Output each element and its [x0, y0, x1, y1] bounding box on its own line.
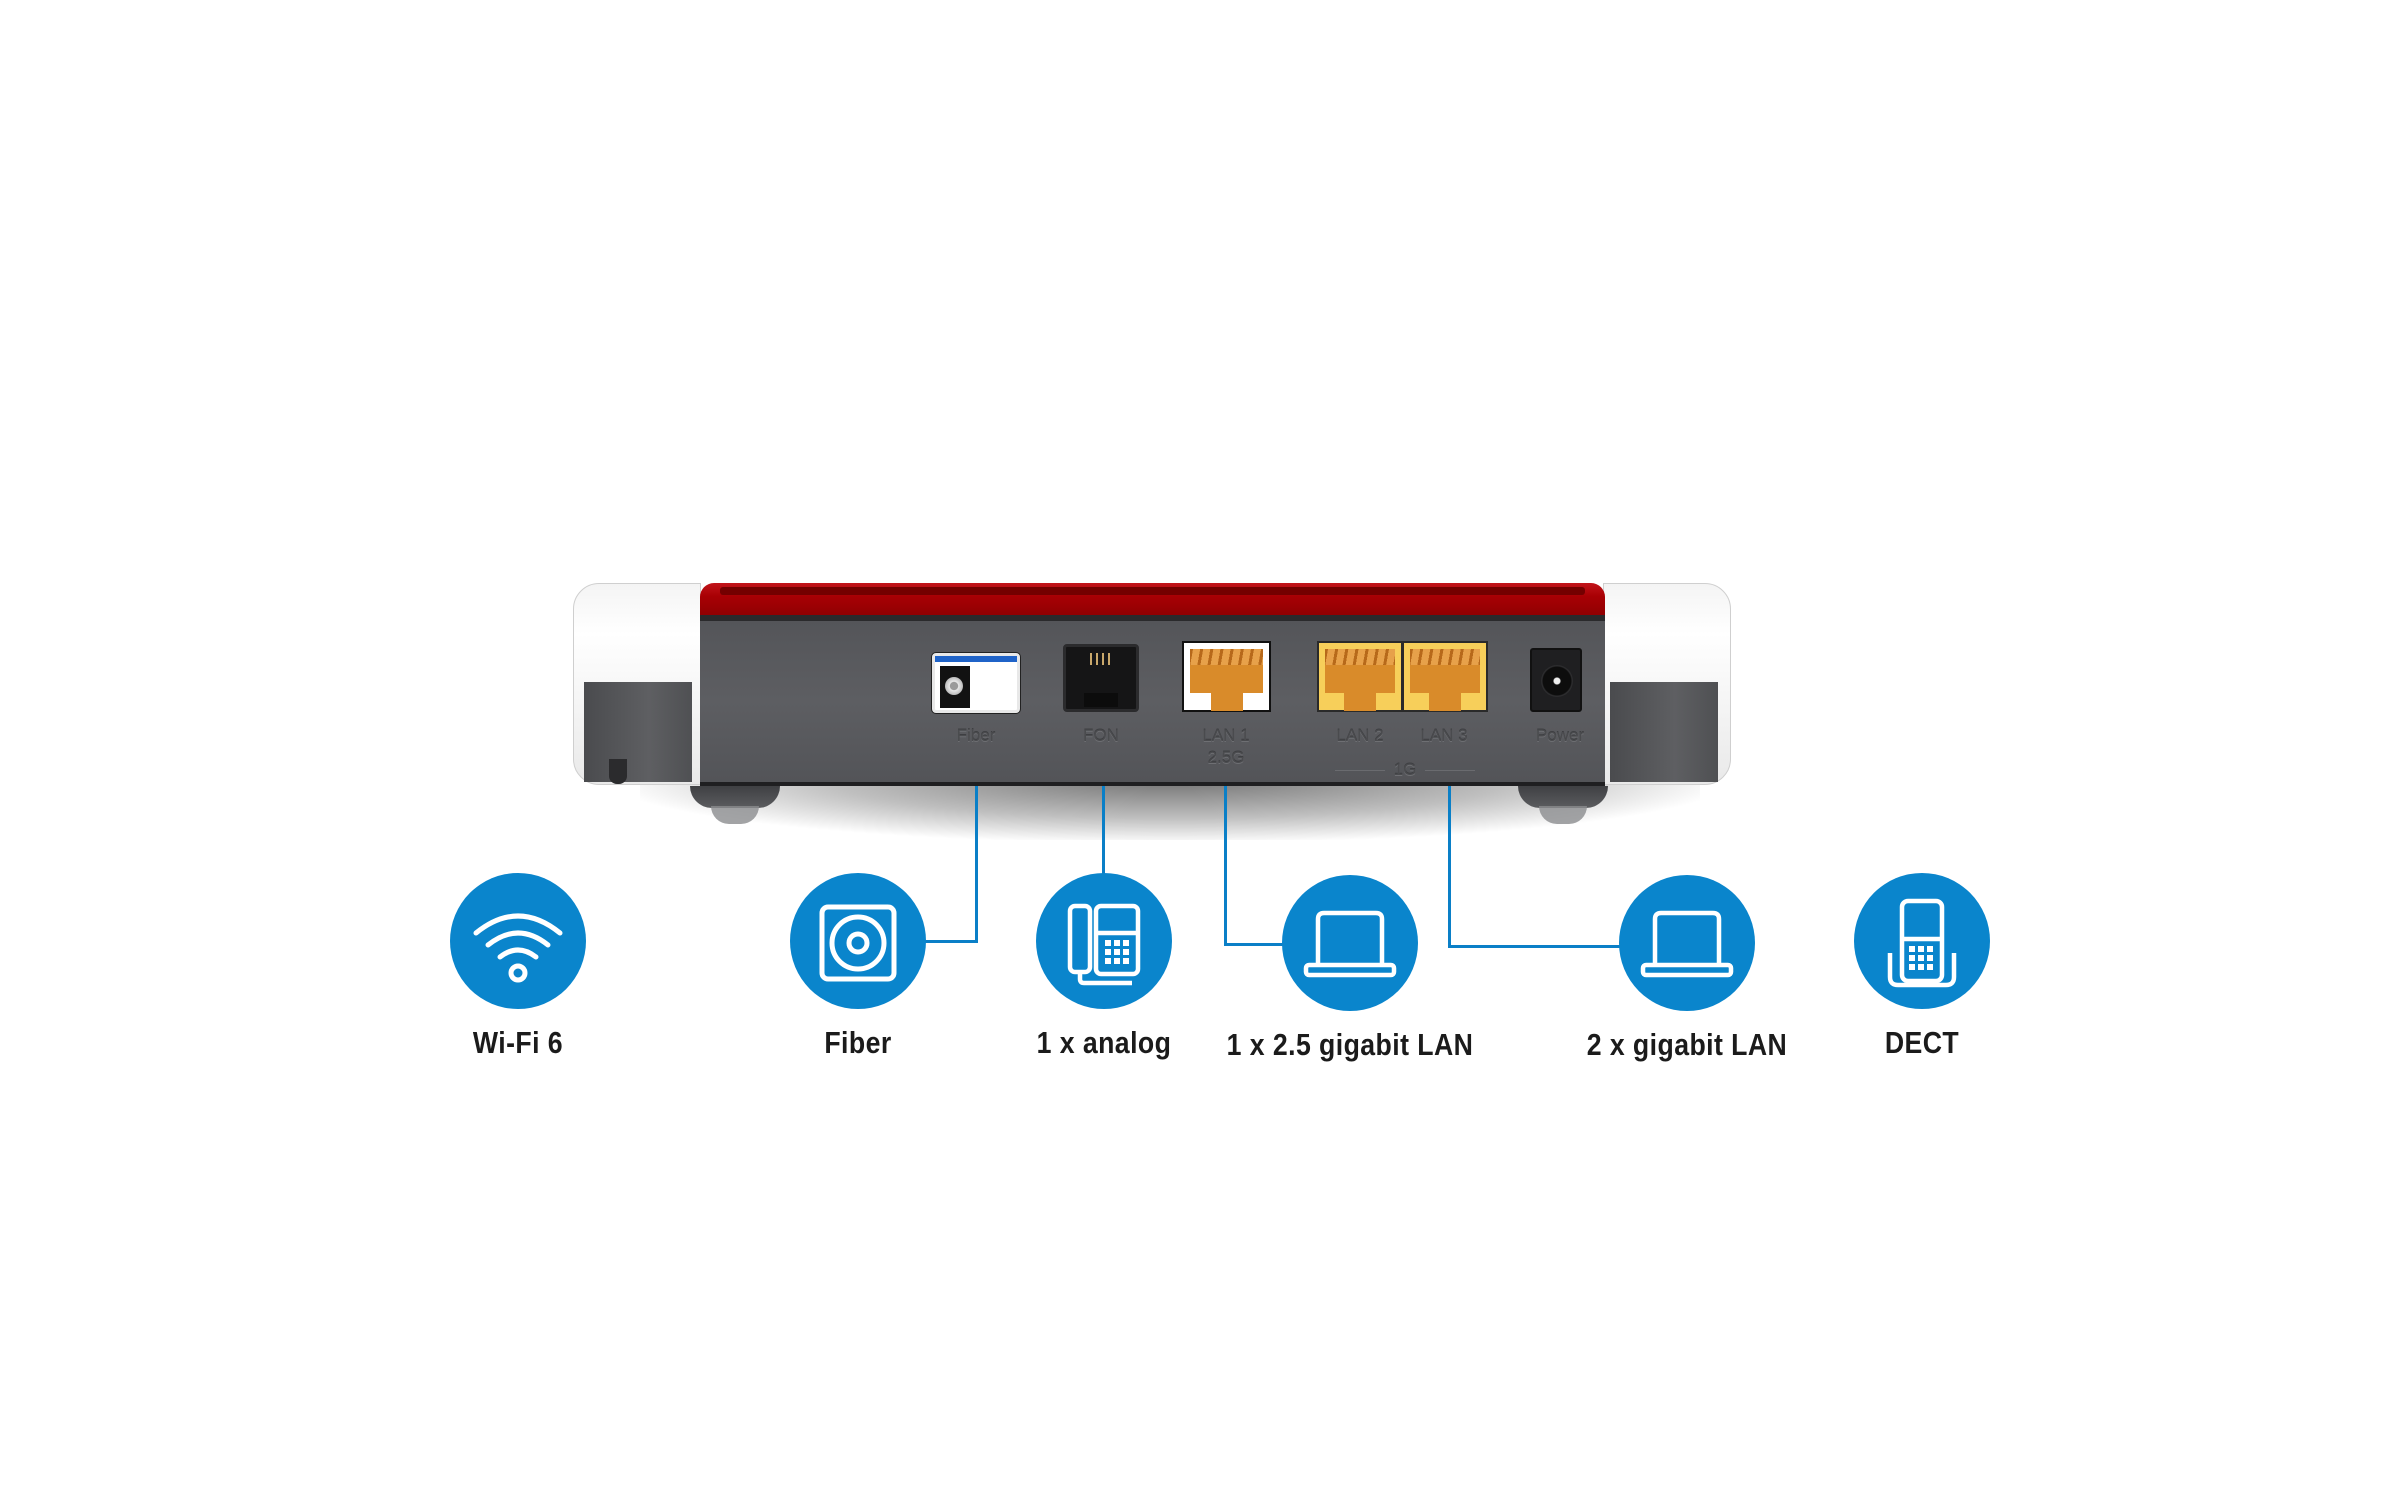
- port-label-lan2: LAN 2: [1336, 726, 1384, 745]
- panel-bottom-edge: [700, 782, 1605, 786]
- sfp-blue-latch: [935, 656, 1017, 662]
- feature-circle: [1282, 875, 1418, 1011]
- port-group-label-1g: 1G: [1393, 760, 1417, 779]
- rj45-tab: [1344, 693, 1376, 711]
- port-label-fiber: Fiber: [956, 726, 996, 745]
- connector-lan25-horizontal: [1224, 943, 1286, 946]
- red-band-groove: [720, 587, 1585, 595]
- connector-fiber-horizontal: [924, 940, 978, 943]
- port-label-lan1: LAN 1: [1202, 726, 1250, 745]
- foot-tip: [1539, 806, 1587, 824]
- port-label-fon: FON: [1083, 726, 1119, 745]
- connector-lan1g-vertical: [1448, 786, 1451, 948]
- cable-notch: [609, 759, 627, 784]
- fiber-port[interactable]: [932, 653, 1020, 713]
- rj45-contacts: [1325, 649, 1395, 665]
- port-label-lan3: LAN 3: [1420, 726, 1468, 745]
- connector-fiber-vertical: [975, 786, 978, 943]
- foot-left: [690, 786, 780, 824]
- laptop-icon: [1640, 910, 1734, 978]
- feature-label: Fiber: [824, 1025, 892, 1060]
- router-rear-view: Fiber FON LAN 1 2.5G LAN 2 LAN 3 1G Powe…: [573, 583, 1731, 840]
- feature-circle: [1036, 873, 1172, 1009]
- feature-label: 1 x 2.5 gigabit LAN: [1226, 1027, 1474, 1062]
- group-line-right: [1425, 770, 1475, 771]
- right-end-cap: [1603, 583, 1731, 785]
- feature-label: 2 x gigabit LAN: [1586, 1027, 1788, 1062]
- fon-port[interactable]: [1063, 644, 1139, 712]
- fon-pins: [1090, 653, 1114, 665]
- feature-circle: [1854, 873, 1990, 1009]
- power-jack: [1541, 665, 1573, 697]
- lan1-port[interactable]: [1182, 641, 1271, 712]
- foot-right: [1518, 786, 1608, 824]
- rj45-contacts: [1190, 649, 1263, 665]
- rj45-tab: [1210, 693, 1243, 711]
- rj45-tab: [1429, 693, 1461, 711]
- connector-lan25-vertical: [1224, 786, 1227, 946]
- panel-top-edge: [700, 615, 1605, 621]
- feature-circle: [450, 873, 586, 1009]
- foot-tip: [711, 806, 759, 824]
- fiber-socket-icon: [819, 904, 897, 982]
- port-label-power: Power: [1535, 726, 1585, 745]
- cordless-phone-icon: [1887, 898, 1957, 988]
- feature-label: DECT: [1884, 1025, 1960, 1060]
- connector-lan1g-horizontal: [1448, 945, 1622, 948]
- left-end-cap: [573, 583, 701, 785]
- port-label-lan1-speed: 2.5G: [1207, 748, 1245, 767]
- wifi-icon: [473, 913, 563, 983]
- power-port[interactable]: [1530, 648, 1582, 712]
- red-top-band: [700, 583, 1605, 616]
- right-cap-lower: [1610, 682, 1718, 782]
- group-line-left: [1335, 770, 1385, 771]
- feature-label: Wi-Fi 6: [472, 1025, 564, 1060]
- laptop-icon: [1303, 910, 1397, 978]
- lan3-port[interactable]: [1402, 641, 1488, 712]
- feature-circle: [1619, 875, 1755, 1011]
- feature-circle: [790, 873, 926, 1009]
- desk-phone-icon: [1067, 903, 1141, 986]
- lan2-port[interactable]: [1317, 641, 1403, 712]
- rj45-contacts: [1410, 649, 1480, 665]
- fon-tab: [1084, 693, 1118, 707]
- left-cap-lower: [584, 682, 692, 784]
- connector-analog-vertical: [1102, 786, 1105, 876]
- feature-label: 1 x analog: [1036, 1025, 1172, 1060]
- sfp-lens: [945, 677, 963, 695]
